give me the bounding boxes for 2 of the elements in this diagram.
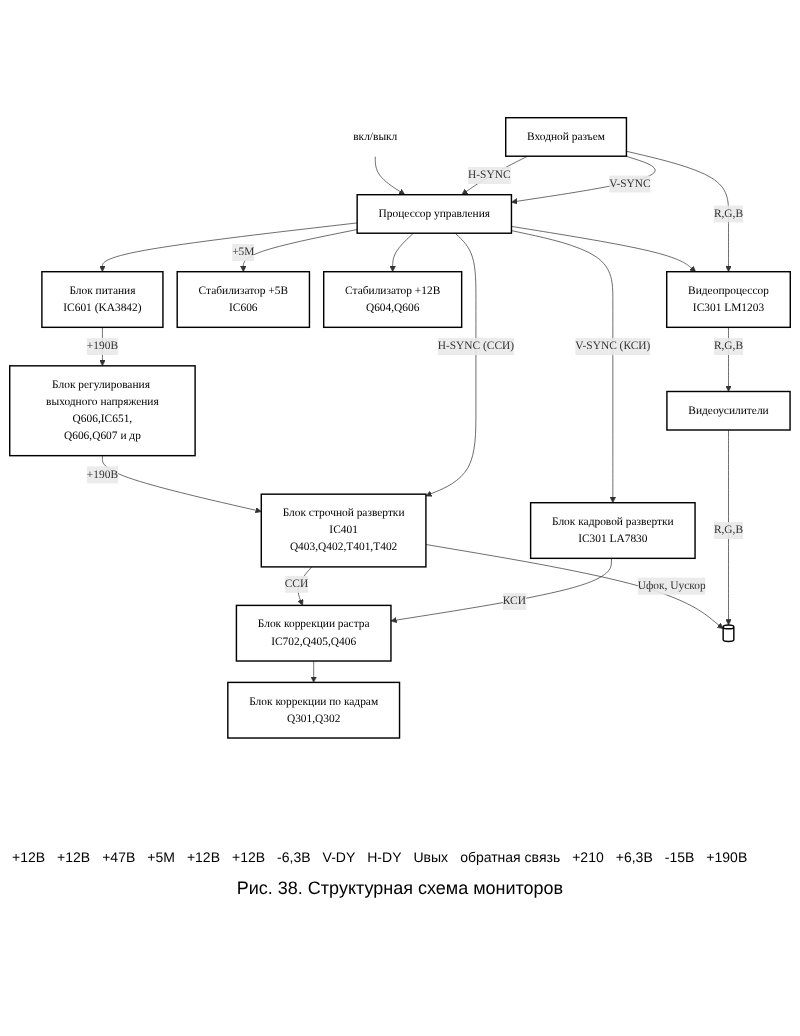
- node-tube: [722, 624, 735, 643]
- caption: Рис. 38. Структурная схема мониторов: [234, 878, 566, 898]
